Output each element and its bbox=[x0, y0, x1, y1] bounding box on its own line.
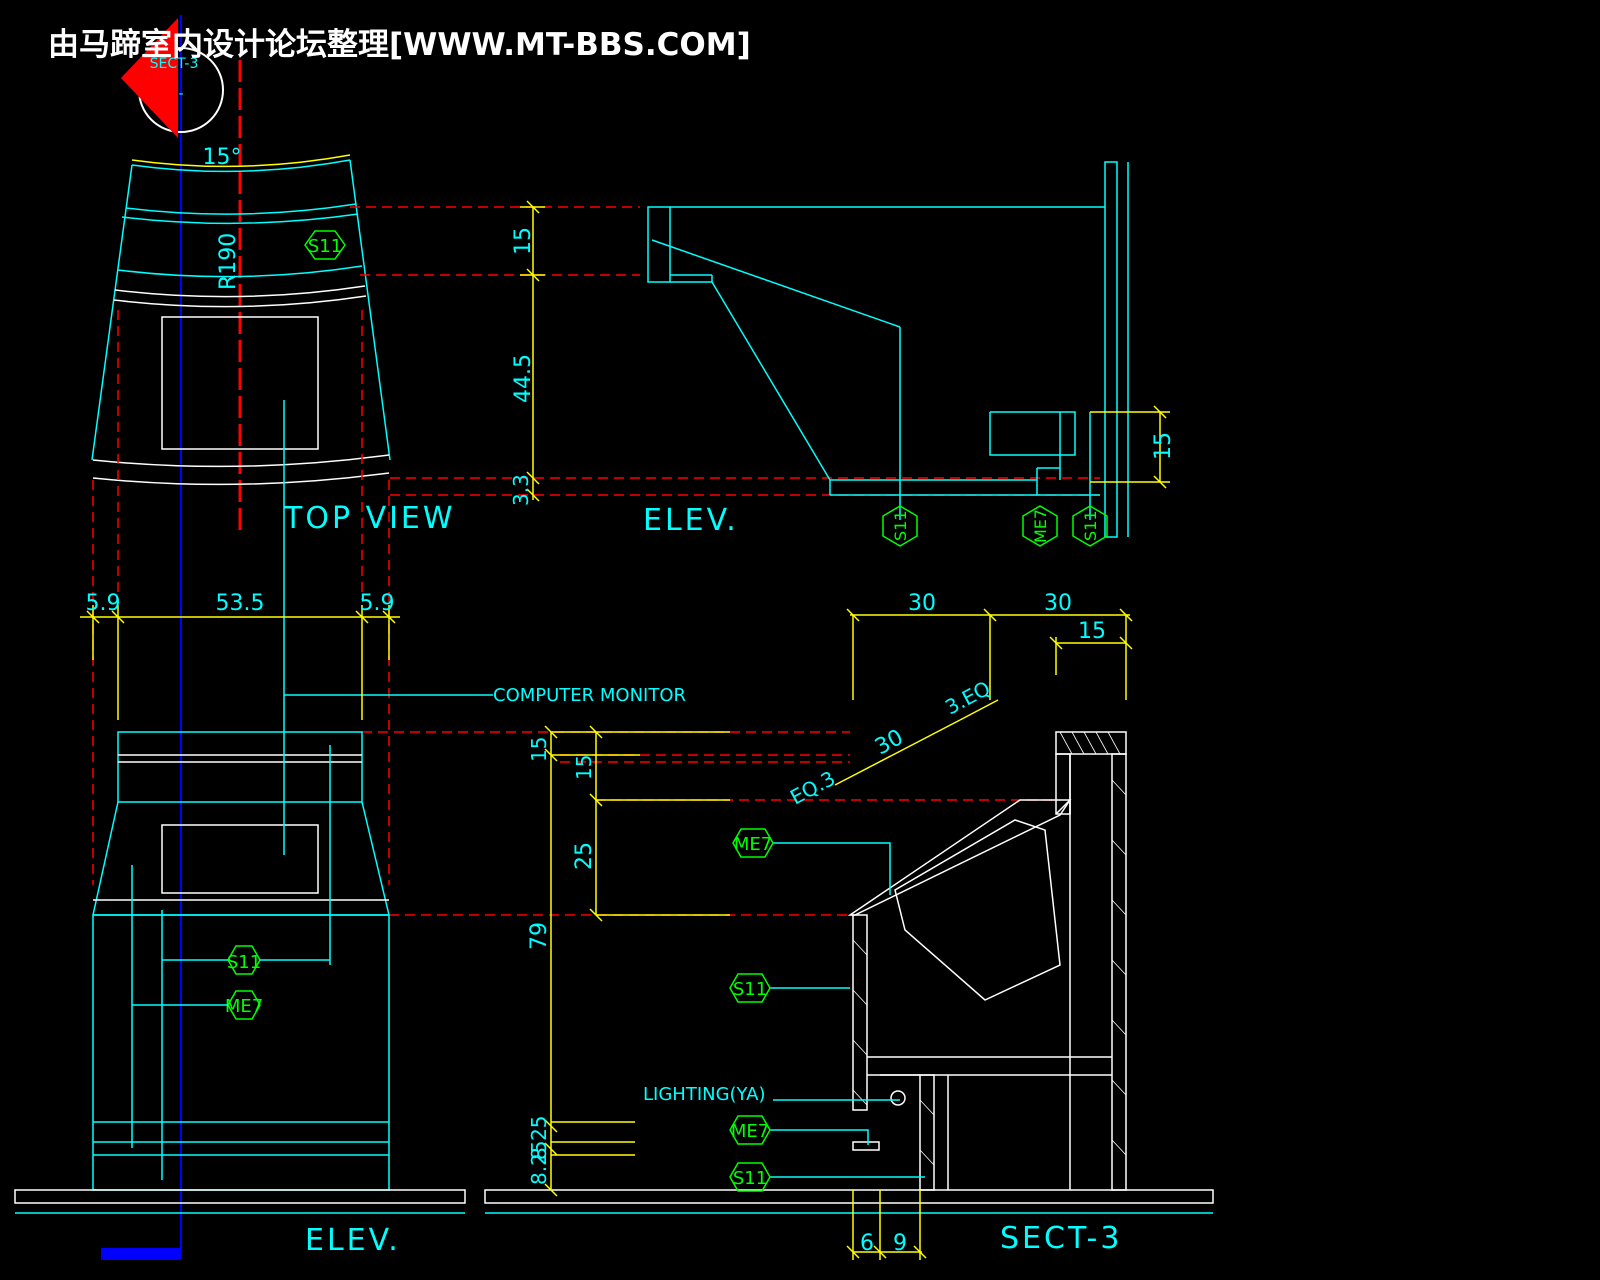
tag-me7-elev: ME7 bbox=[1022, 505, 1058, 547]
label-lighting: LIGHTING(YA) bbox=[643, 1084, 766, 1105]
section-leaders bbox=[770, 842, 925, 1178]
tag-me7-front-label: ME7 bbox=[225, 996, 263, 1017]
width-dims bbox=[80, 605, 400, 720]
view-title-section: SECT-3 bbox=[1000, 1221, 1122, 1256]
dim-s-15: 15 bbox=[1078, 619, 1106, 644]
wall-hatch bbox=[1104, 161, 1129, 538]
dim-h-15b: 15 bbox=[572, 755, 596, 780]
tag-s11-top-view: S11 bbox=[304, 230, 346, 260]
tag-s11-section-bottom: S11 bbox=[729, 1162, 771, 1192]
dim-s-30-diag: 30 bbox=[871, 725, 907, 760]
tag-s11-top-view-label: S11 bbox=[308, 236, 342, 257]
view-title-top: TOP VIEW bbox=[283, 501, 456, 536]
dim-s-30b: 30 bbox=[1044, 591, 1072, 616]
section-marker-sub: - bbox=[178, 86, 183, 102]
dim-top-44-5: 44.5 bbox=[511, 354, 536, 403]
dim-h-25: 25 bbox=[572, 842, 597, 870]
tag-s11-elev-a-label: S11 bbox=[891, 510, 910, 541]
dim-eq3-left: EQ.3 bbox=[786, 766, 839, 809]
dim-5-9-left: 5.9 bbox=[86, 591, 121, 616]
dim-h-8-25b: 8.25 bbox=[527, 1140, 551, 1185]
tag-s11-section: S11 bbox=[729, 973, 771, 1003]
dim-eq3-right: 3.EQ bbox=[941, 676, 994, 719]
dim-s-30a: 30 bbox=[908, 591, 936, 616]
watermark: 由马蹄室内设计论坛整理[WWW.MT-BBS.COM] bbox=[48, 27, 751, 63]
section-marker-text: SECT-3 bbox=[150, 56, 199, 72]
view-title-elev-lower: ELEV. bbox=[305, 1223, 401, 1258]
section-hatch bbox=[852, 731, 1127, 1166]
dim-b-6: 6 bbox=[860, 1231, 874, 1256]
dim-top-3-3: 3.3 bbox=[509, 474, 533, 506]
section-dims bbox=[544, 608, 1133, 1260]
tag-s11-elev-b: S11 bbox=[1072, 505, 1108, 547]
floor-left bbox=[14, 1189, 466, 1214]
upper-dims bbox=[520, 200, 1170, 502]
upper-elevation bbox=[647, 206, 1105, 520]
label-computer-monitor: COMPUTER MONITOR bbox=[493, 685, 686, 706]
dim-h-79: 79 bbox=[527, 922, 552, 950]
tag-me7-front: ME7 bbox=[132, 990, 263, 1020]
dim-h-8-25a: 8.25 bbox=[527, 1115, 551, 1160]
tag-s11-elev-b-label: S11 bbox=[1081, 510, 1100, 541]
dim-53-5: 53.5 bbox=[216, 591, 265, 616]
dim-5-9-right: 5.9 bbox=[360, 591, 395, 616]
tag-me7-section-bottom: ME7 bbox=[729, 1115, 771, 1145]
top-view-arc-dim bbox=[131, 154, 351, 168]
tag-me7-elev-label: ME7 bbox=[1031, 509, 1050, 543]
dim-radius: R190 bbox=[216, 233, 241, 290]
blue-bar bbox=[101, 1248, 181, 1260]
tag-me7-section-bottom-label: ME7 bbox=[731, 1121, 769, 1142]
tag-s11-section-label: S11 bbox=[733, 979, 767, 1000]
tag-s11-front: S11 bbox=[162, 945, 330, 975]
tag-me7-section-top: ME7 bbox=[732, 828, 774, 858]
tag-s11-section-bottom-label: S11 bbox=[733, 1168, 767, 1189]
dim-top-15: 15 bbox=[511, 227, 536, 255]
tag-s11-elev-a: S11 bbox=[882, 505, 918, 547]
section-marker: SECT-3 - bbox=[121, 18, 224, 138]
dim-angle: 15° bbox=[203, 145, 242, 170]
tag-me7-section-top-label: ME7 bbox=[734, 834, 772, 855]
view-title-elev-upper: ELEV. bbox=[643, 503, 739, 538]
tag-s11-front-label: S11 bbox=[227, 952, 261, 973]
top-view bbox=[91, 159, 391, 486]
dim-h-15: 15 bbox=[527, 737, 551, 762]
dim-side-15: 15 bbox=[1151, 432, 1176, 460]
dim-b-9: 9 bbox=[893, 1231, 907, 1256]
floor-right bbox=[484, 1189, 1214, 1214]
